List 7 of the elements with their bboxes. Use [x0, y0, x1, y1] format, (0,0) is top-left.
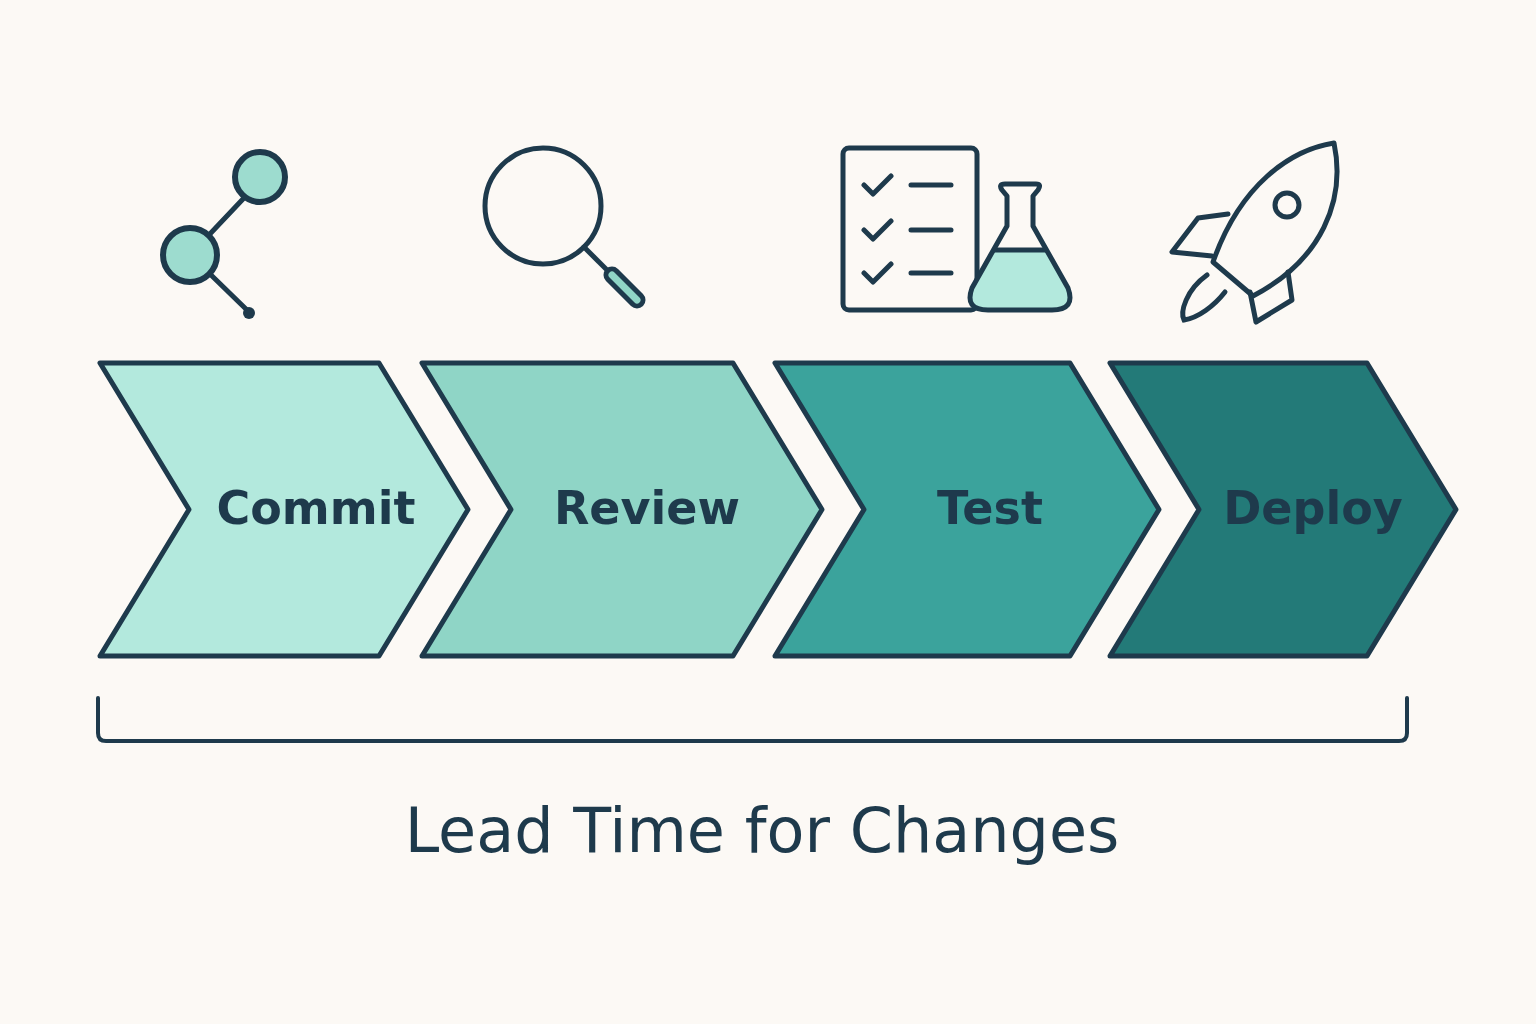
step-label: Test: [937, 484, 1043, 531]
step-label: Review: [553, 484, 741, 531]
chevron-step: [97, 360, 471, 659]
chevron-step: [772, 360, 1162, 659]
chevron-step: [419, 360, 825, 659]
step-label: Commit: [216, 484, 416, 531]
chevron-step: [1107, 360, 1459, 659]
